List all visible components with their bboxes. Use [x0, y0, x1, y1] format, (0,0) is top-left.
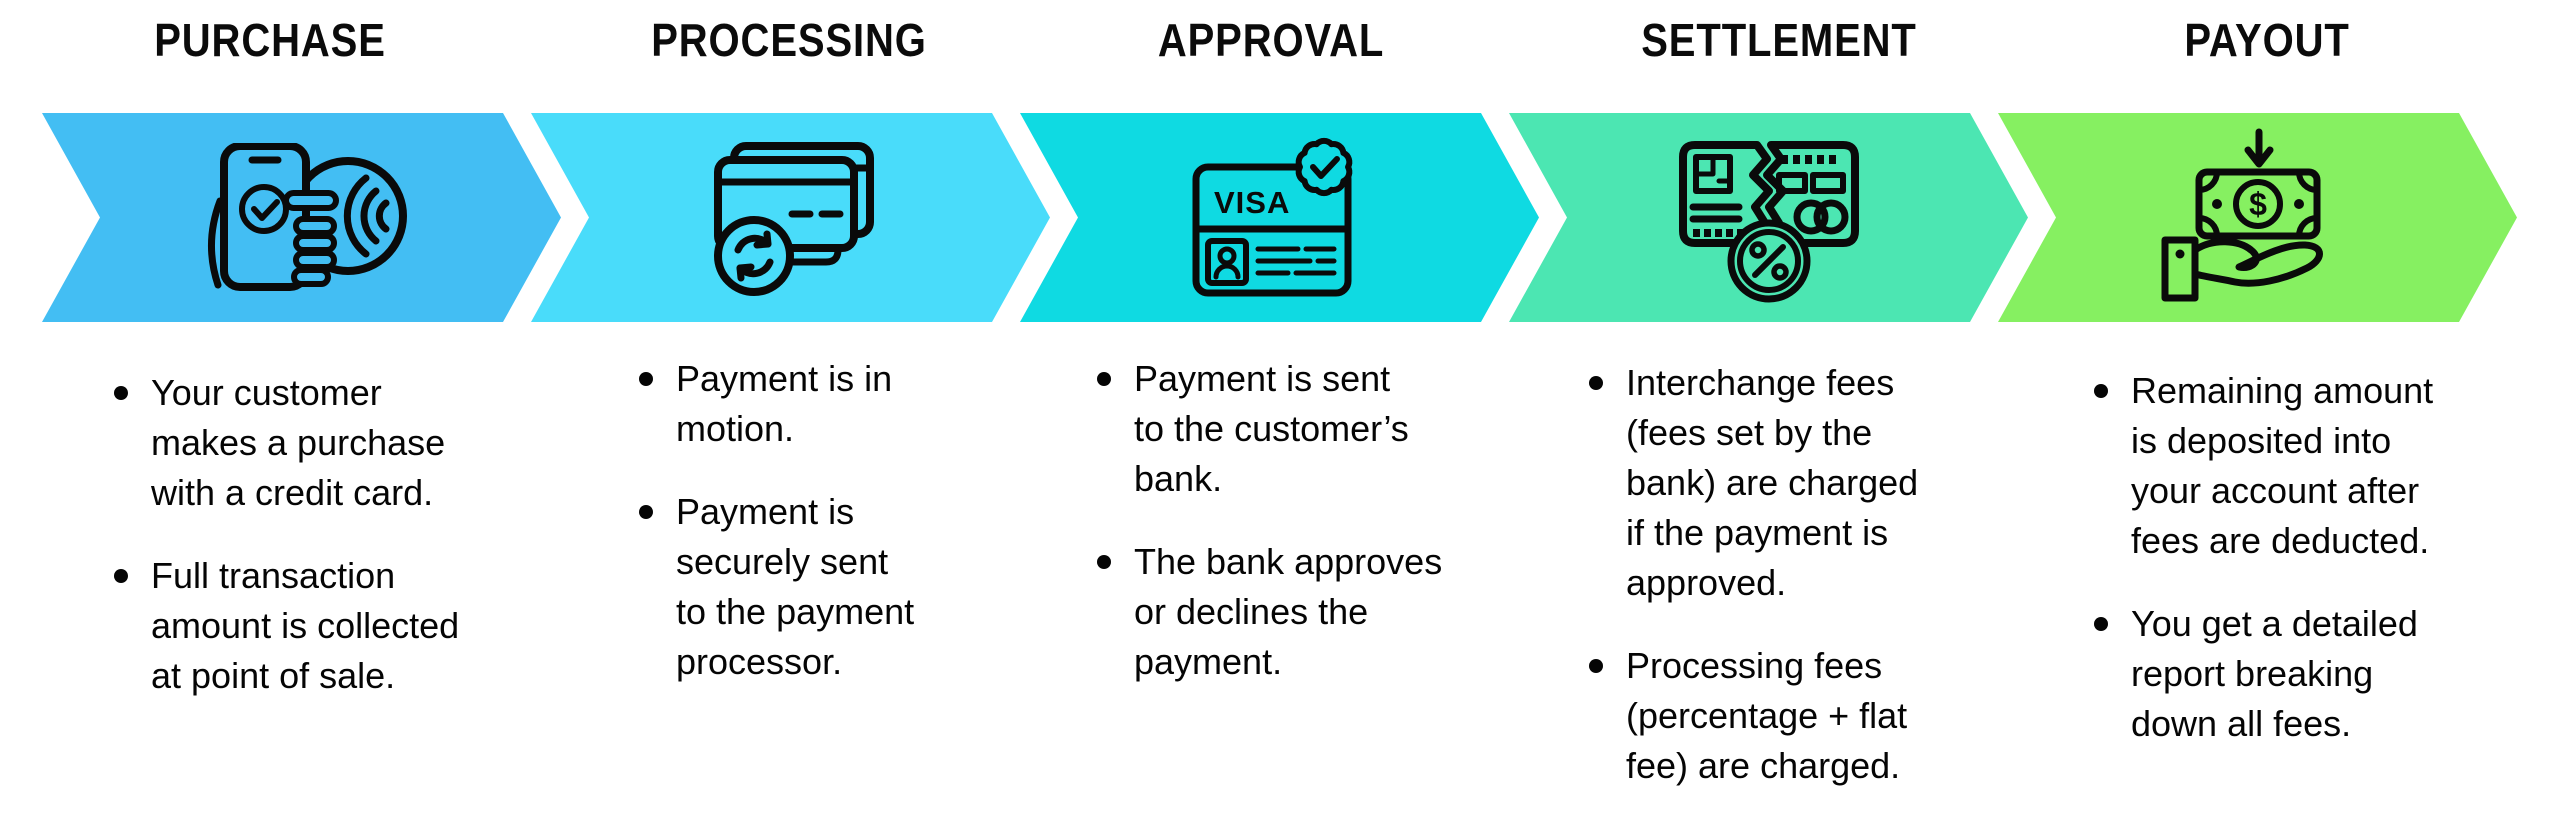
bullet-item: You get a detailed report breaking down …: [2094, 599, 2554, 749]
bullet-item: Interchange fees (fees set by the bank) …: [1589, 358, 2049, 608]
arrow-approval: VISA: [1020, 113, 1539, 322]
stage-title-purchase: PURCHASE: [154, 14, 386, 66]
stage-title-payout: PAYOUT: [2184, 14, 2350, 66]
stage-title-settlement: SETTLEMENT: [1641, 14, 1917, 66]
payout-bullets: Remaining amount is deposited into your …: [2094, 366, 2554, 782]
bullet-item: Payment is securely sent to the payment …: [639, 487, 1049, 687]
approval-bullets: Payment is sent to the customer’s bank. …: [1097, 354, 1547, 720]
bullet-item: Payment is in motion.: [639, 354, 1049, 454]
visa-card-approved-icon: VISA: [1192, 137, 1352, 297]
money-in-hand-icon: $: [2161, 128, 2323, 301]
bullet-item: Payment is sent to the customer’s bank.: [1097, 354, 1547, 504]
dollar-sign: $: [2249, 186, 2267, 222]
torn-card-percent-icon: [1678, 140, 1859, 302]
processing-bullets: Payment is in motion. Payment is securel…: [639, 354, 1049, 720]
arrow-payout: $: [1998, 113, 2517, 322]
stage-title-processing: PROCESSING: [651, 14, 927, 66]
bullet-item: Processing fees (percentage + flat fee) …: [1589, 641, 2049, 791]
stage-title-approval: APPROVAL: [1157, 14, 1385, 66]
purchase-bullets: Your customer makes a purchase with a cr…: [114, 368, 544, 734]
arrow-settlement: [1509, 113, 2028, 322]
bullet-item: Your customer makes a purchase with a cr…: [114, 368, 544, 518]
arrow-processing: [531, 113, 1050, 322]
arrow-purchase: [42, 113, 561, 322]
bullet-item: Remaining amount is deposited into your …: [2094, 366, 2554, 566]
settlement-bullets: Interchange fees (fees set by the bank) …: [1589, 358, 2049, 819]
bullet-item: The bank approves or declines the paymen…: [1097, 537, 1547, 687]
visa-label: VISA: [1214, 185, 1290, 220]
phone-contactless-payment-icon: [207, 142, 407, 291]
credit-cards-sync-icon: [713, 141, 874, 296]
bullet-item: Full transaction amount is collected at …: [114, 551, 544, 701]
